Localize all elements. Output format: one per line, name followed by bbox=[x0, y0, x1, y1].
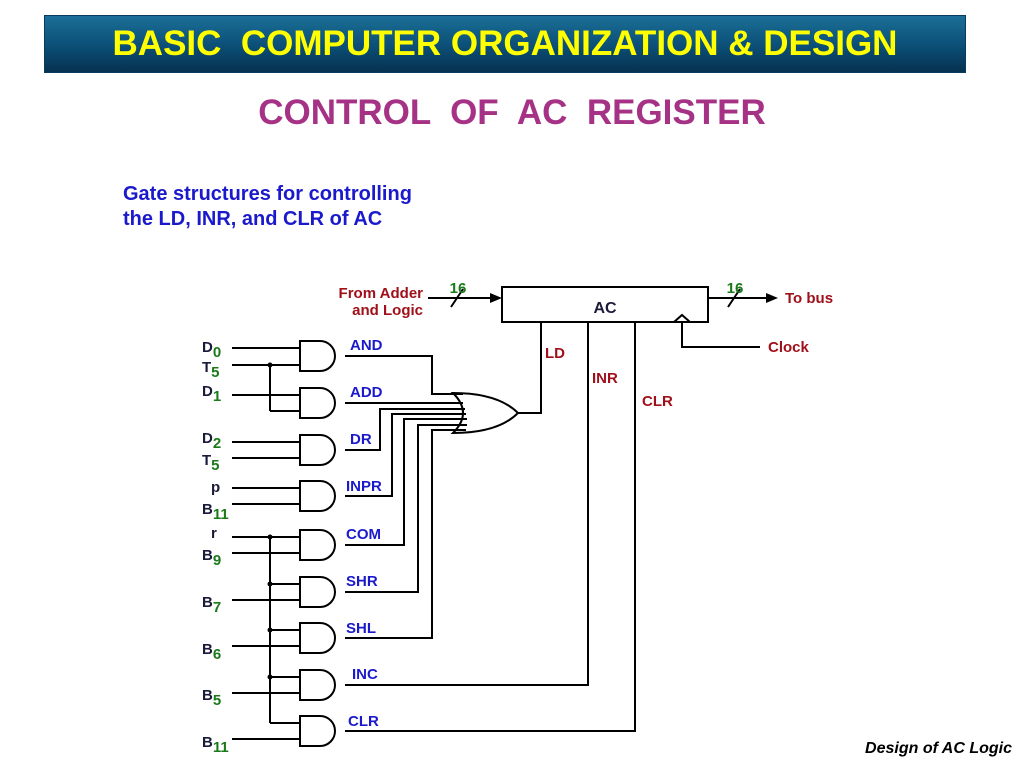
wire-junction-dots bbox=[267, 362, 273, 680]
diagram-description: Gate structures for controlling the LD, … bbox=[123, 182, 412, 232]
input-label-d0: D0 bbox=[202, 339, 221, 361]
ac-register-box bbox=[501, 286, 709, 323]
from-adder-label-line2: and Logic bbox=[352, 302, 423, 319]
ld-line bbox=[518, 322, 542, 414]
clr-signal-label: CLR bbox=[642, 393, 673, 410]
clock-edge-marker bbox=[673, 313, 691, 323]
gate-label-com: COM bbox=[346, 526, 381, 543]
gate-label-clr: CLR bbox=[348, 713, 379, 730]
gate-label-add: ADD bbox=[350, 384, 383, 401]
input-label-b5: B5 bbox=[202, 687, 221, 709]
input-label-d1: D1 bbox=[202, 383, 221, 405]
description-line-2: the LD, INR, and CLR of AC bbox=[123, 208, 383, 230]
inr-label: INR bbox=[592, 370, 618, 387]
input-label-b11: B11 bbox=[202, 501, 229, 523]
ac-register-label: AC bbox=[593, 300, 617, 317]
clr-line bbox=[345, 322, 636, 732]
to-bus-label: To bus bbox=[785, 290, 833, 307]
and-gate-shl bbox=[299, 622, 336, 654]
or-gate-input-wiring bbox=[345, 355, 467, 639]
title-bar: BASIC COMPUTER ORGANIZATION & DESIGN bbox=[44, 15, 966, 73]
slide-header-title: BASIC COMPUTER ORGANIZATION & DESIGN bbox=[112, 24, 898, 63]
input-label-d2: D2 bbox=[202, 430, 221, 452]
to-bus-width-slash bbox=[727, 288, 741, 308]
adder-bus-arrowhead bbox=[490, 293, 502, 303]
adder-bus-width-slash bbox=[450, 288, 464, 308]
and-gate-com bbox=[299, 529, 336, 561]
slide-footer: Design of AC Logic bbox=[865, 740, 1012, 757]
gate-label-inc: INC bbox=[352, 666, 378, 683]
and-gate-inpr bbox=[299, 480, 336, 512]
and-gate-add bbox=[299, 387, 336, 419]
gate-label-inpr: INPR bbox=[346, 478, 382, 495]
slide-subtitle: CONTROL OF AC REGISTER bbox=[258, 93, 766, 132]
input-label-b9: B9 bbox=[202, 547, 221, 569]
clock-line bbox=[681, 322, 760, 348]
input-label-b6: B6 bbox=[202, 641, 221, 663]
and-gate-and bbox=[299, 340, 336, 372]
adder-bus-width: 16 bbox=[450, 280, 467, 297]
gate-label-shr: SHR bbox=[346, 573, 378, 590]
to-bus-arrowhead bbox=[766, 293, 778, 303]
and-gate-inc bbox=[299, 669, 336, 701]
description-line-1: Gate structures for controlling bbox=[123, 183, 412, 205]
gate-label-dr: DR bbox=[350, 431, 372, 448]
input-label-r: r bbox=[211, 525, 217, 542]
input-label-t5-second: T5 bbox=[202, 452, 220, 474]
to-bus-width: 16 bbox=[727, 280, 744, 297]
and-gate-clr bbox=[299, 715, 336, 747]
input-label-b11-second: B11 bbox=[202, 734, 229, 756]
gate-input-wiring bbox=[232, 347, 300, 740]
and-gate-dr bbox=[299, 434, 336, 466]
ld-label: LD bbox=[545, 345, 565, 362]
input-label-p: p bbox=[211, 479, 220, 496]
inr-line bbox=[345, 322, 589, 686]
gate-label-shl: SHL bbox=[346, 620, 376, 637]
gate-label-and: AND bbox=[350, 337, 383, 354]
from-adder-label-line1: From Adder bbox=[339, 285, 424, 302]
input-label-t5: T5 bbox=[202, 359, 220, 381]
input-label-b7: B7 bbox=[202, 594, 221, 616]
clock-label: Clock bbox=[768, 339, 810, 356]
and-gate-shr bbox=[299, 576, 336, 608]
